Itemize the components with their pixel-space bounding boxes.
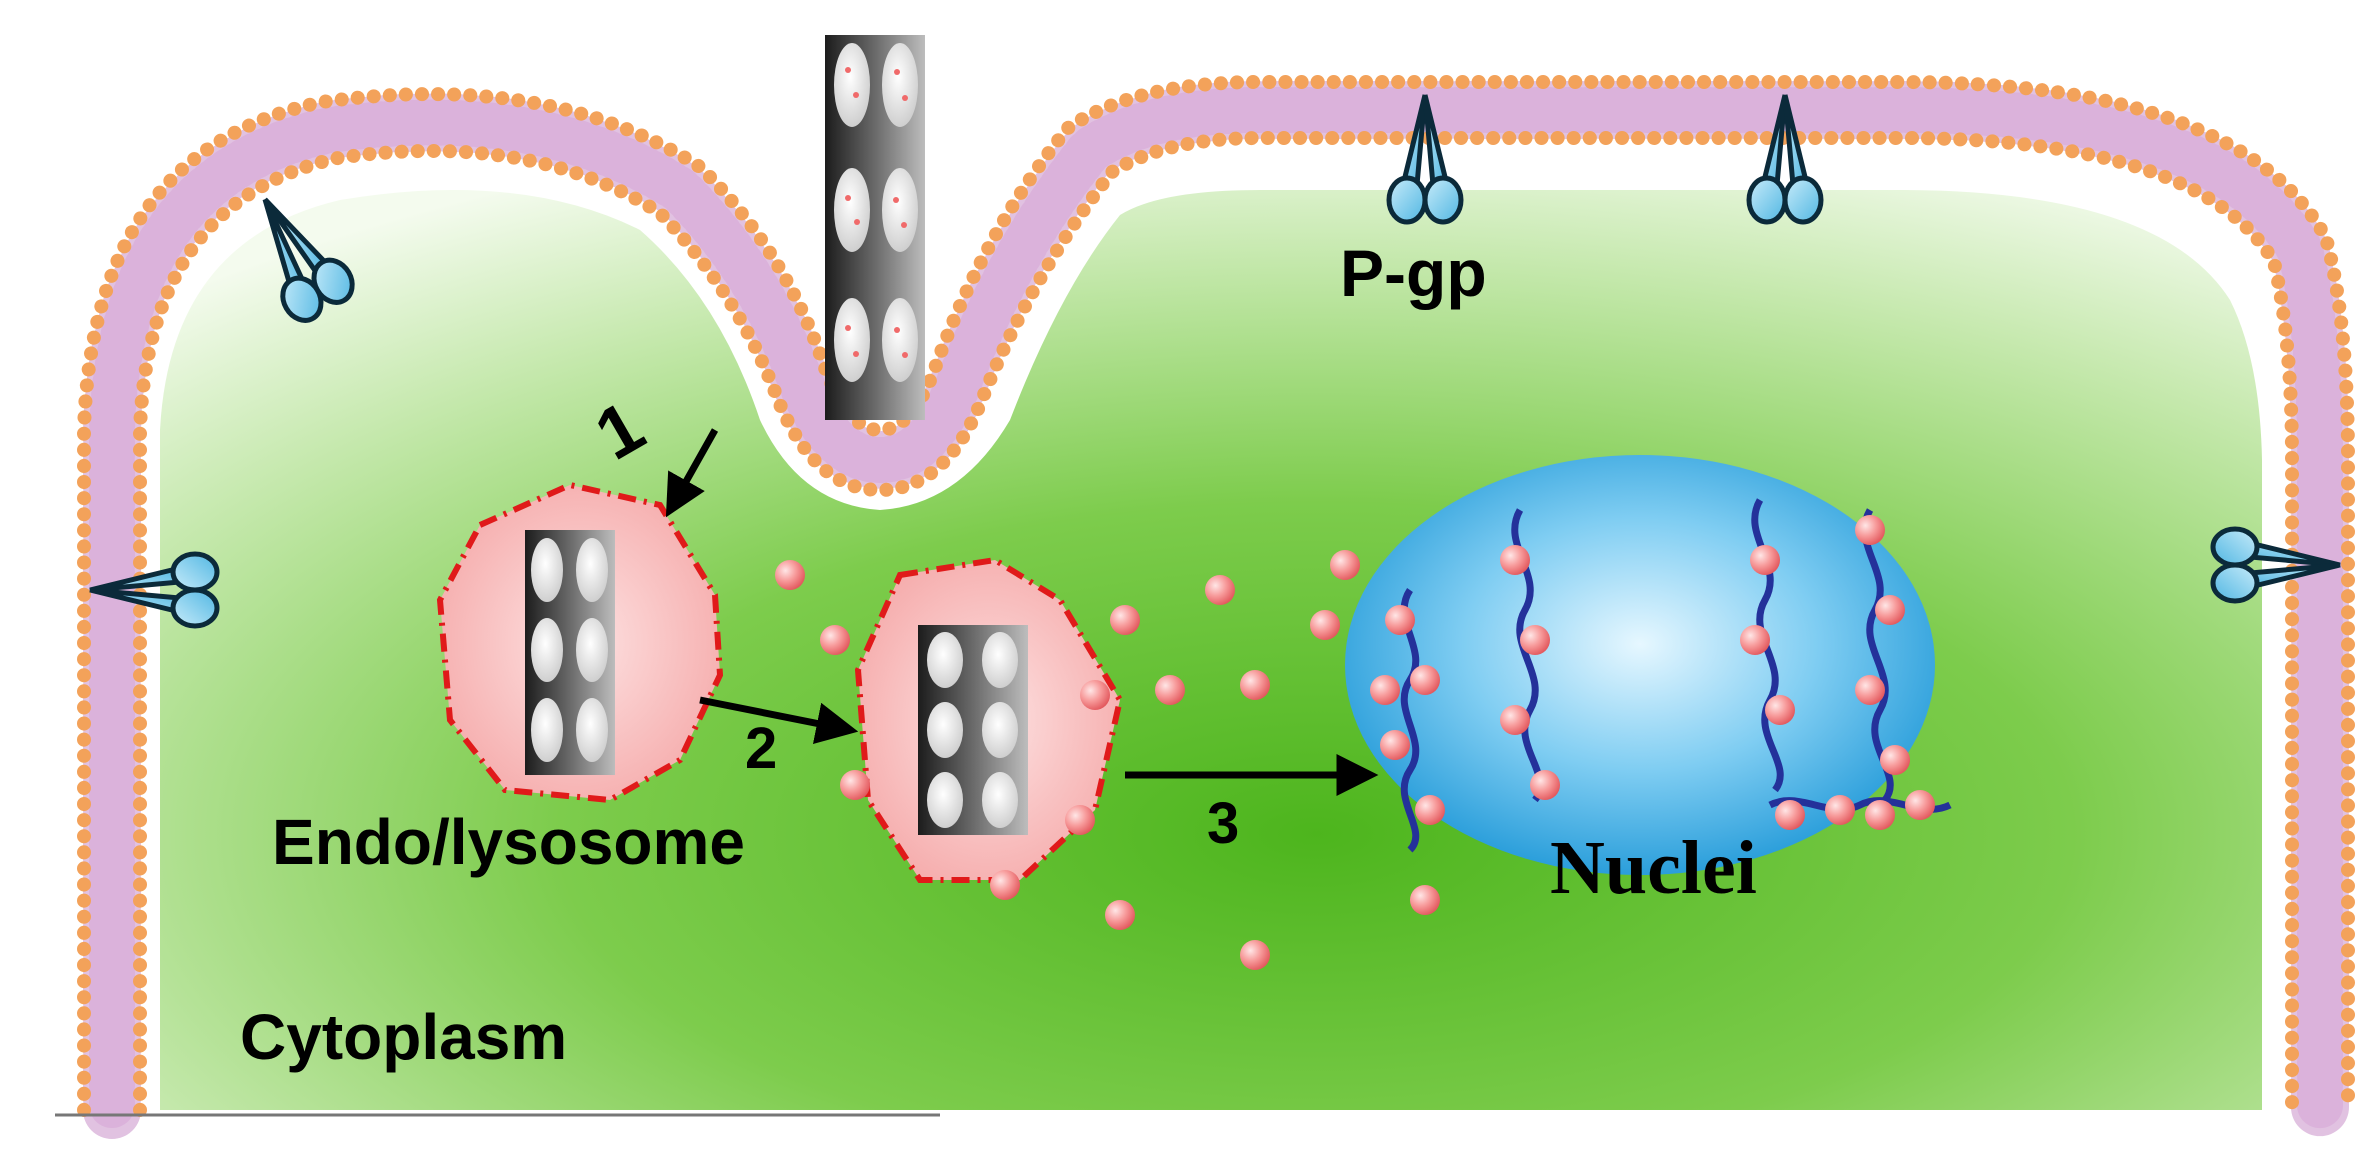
cytoplasm-label: Cytoplasm	[240, 1001, 568, 1073]
mesoporous-nanoparticle-icon	[525, 530, 615, 775]
nucleus	[1345, 455, 1952, 875]
nuclei-label: Nuclei	[1550, 826, 1757, 910]
step-3-label: 3	[1207, 791, 1240, 856]
endosome-early	[436, 481, 724, 804]
step-2-label: 2	[745, 716, 778, 781]
p-glycoprotein-icon	[1386, 94, 1464, 225]
endo-lysosome-label: Endo/lysosome	[272, 806, 745, 878]
p-glycoprotein-icon	[262, 197, 355, 323]
cytoplasm-region	[160, 190, 2262, 1110]
p-glycoprotein-icon	[89, 551, 220, 629]
pgp-label: P-gp	[1340, 236, 1487, 310]
arrow-step-2	[699, 696, 859, 745]
mesoporous-nanoparticle-icon	[825, 35, 925, 420]
p-glycoprotein-icon	[1746, 94, 1824, 225]
endosome-late	[854, 556, 1124, 883]
p-glycoprotein-icon	[2210, 526, 2341, 604]
mesoporous-nanoparticle-icon	[918, 625, 1028, 835]
arrow-step-1	[665, 428, 719, 518]
step-arrows	[665, 428, 1379, 796]
